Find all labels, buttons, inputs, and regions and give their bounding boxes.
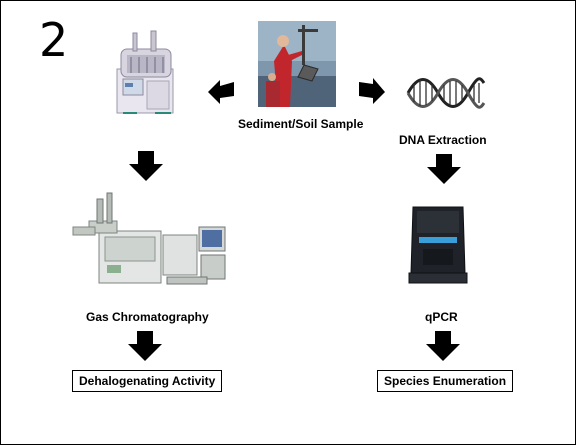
- dehalogenating-activity-box: Dehalogenating Activity: [72, 370, 223, 392]
- slide-number: 2: [39, 13, 69, 67]
- gas-chromatography-label: Gas Chromatography: [86, 310, 209, 324]
- dna-extraction-label: DNA Extraction: [399, 133, 487, 147]
- dna-helix-image: [406, 77, 486, 109]
- down-arrow-left-2-icon: [128, 331, 162, 361]
- down-arrow-right-1-icon: [427, 154, 461, 184]
- lab-extraction-instrument-image: [116, 30, 174, 114]
- sediment-sampling-photo: [258, 21, 336, 107]
- down-arrow-right-2-icon: [426, 331, 460, 361]
- gas-chromatograph-image: [72, 192, 226, 285]
- species-enumeration-box: Species Enumeration: [377, 370, 514, 392]
- down-arrow-left-1-icon: [129, 151, 163, 181]
- qpcr-label: qPCR: [425, 310, 458, 324]
- arrow-to-extraction-instrument-icon: [208, 80, 234, 104]
- sediment-soil-sample-label: Sediment/Soil Sample: [238, 117, 364, 131]
- qpcr-thermocycler-image: [408, 206, 468, 284]
- arrow-to-dna-extraction-icon: [359, 78, 385, 104]
